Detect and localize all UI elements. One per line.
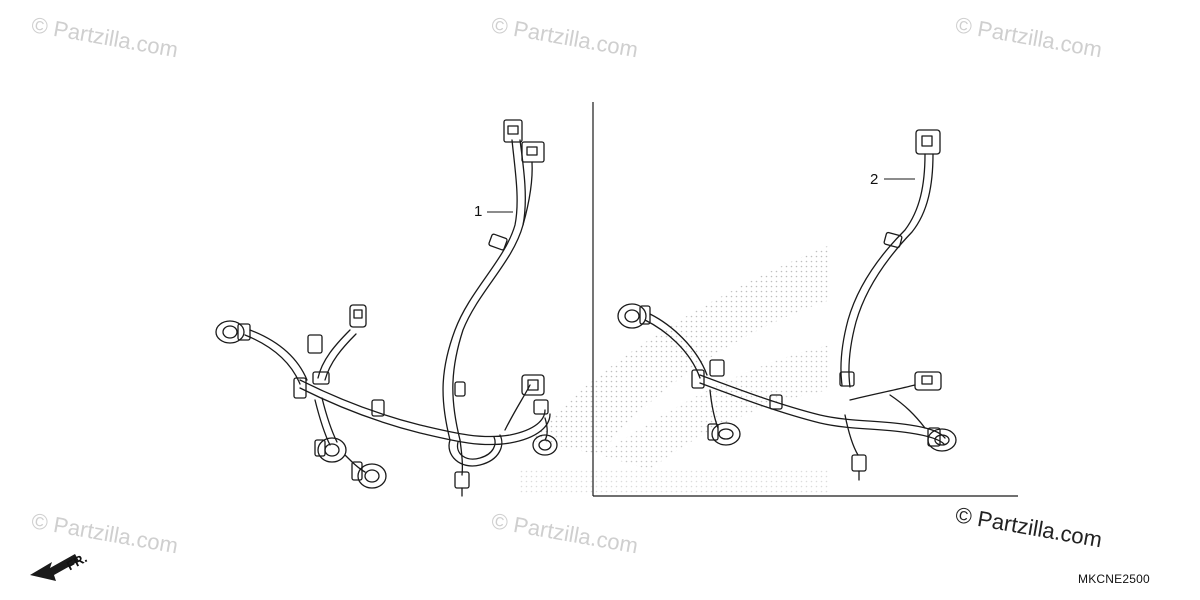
- wire-harness-part1: [216, 120, 557, 496]
- wire-harness-part2: [618, 130, 956, 480]
- callout-leaders: [487, 179, 915, 212]
- callout-part-2: 2: [870, 171, 879, 188]
- diagram-code: MKCNE2500: [1078, 572, 1150, 586]
- front-arrow-icon: [30, 554, 79, 581]
- honda-logo-watermark: [520, 245, 830, 495]
- part2-frame: [593, 102, 1018, 496]
- callout-part-1: 1: [474, 203, 483, 220]
